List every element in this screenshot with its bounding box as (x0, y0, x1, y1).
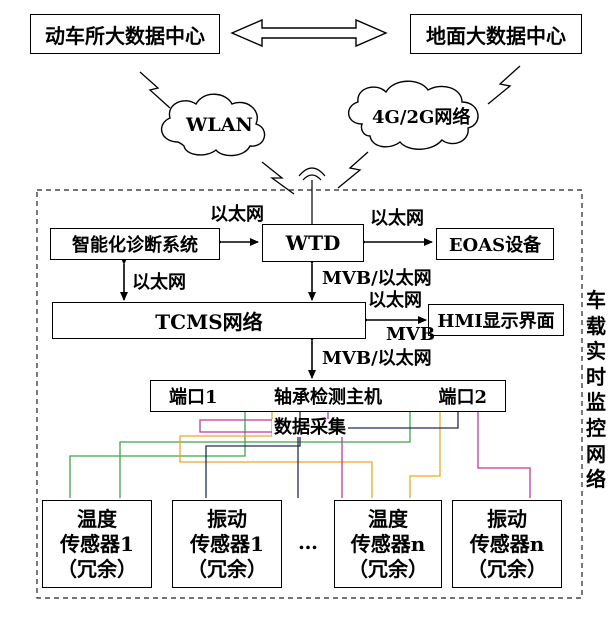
tcms-label: TCMS网络 (155, 310, 263, 334)
tcms-box: TCMS网络 (52, 302, 366, 339)
cellular-label: 4G/2G网络 (372, 107, 471, 128)
wlan-label: WLAN (186, 114, 253, 136)
wtd-label: WTD (285, 231, 341, 255)
hmi-box: HMI显示界面 (428, 304, 564, 336)
magenta-line-1 (199, 391, 343, 498)
wtd-box: WTD (262, 224, 364, 262)
diagnosis-system-label: 智能化诊断系统 (72, 235, 198, 256)
mvb-ethernet-label-1: MVB/以太网 (322, 268, 432, 289)
data-collection-label: 数据采集 (272, 417, 348, 438)
eoas-label: EOAS设备 (448, 235, 542, 256)
sensor-temp-n: 温度 传感器n （冗余） (334, 500, 442, 588)
depot-data-center-box: 动车所大数据中心 (30, 14, 220, 54)
antenna (298, 167, 326, 228)
ethernet-label-hmi: 以太网 (368, 290, 422, 311)
green-line-1 (69, 391, 249, 498)
orange-line-2 (409, 391, 444, 498)
host-port1: 端口1 (169, 387, 218, 408)
depot-data-center-label: 动车所大数据中心 (45, 23, 205, 48)
ethernet-label-right: 以太网 (370, 208, 424, 229)
ellipsis: … (298, 530, 318, 554)
wlan-cloud (160, 93, 266, 157)
sensor-vib-n: 振动 传感器n （冗余） (452, 500, 562, 588)
ethernet-label-left: 以太网 (132, 272, 186, 293)
hmi-label: HMI显示界面 (437, 311, 555, 332)
host-box: 端口1 轴承检测主机 端口2 (150, 380, 506, 412)
ethernet-label-top: 以太网 (210, 204, 264, 225)
mvb-label-hmi: MVB (386, 324, 436, 345)
eoas-box: EOAS设备 (436, 228, 554, 260)
vehicle-network-frame (36, 189, 583, 599)
magenta-line-2 (474, 391, 531, 498)
cellular-cloud (348, 80, 479, 150)
network-title: 车 载 实 时 监 控 网 络 (586, 288, 606, 492)
host-name: 轴承检测主机 (274, 387, 382, 408)
sensor-vib-1: 振动 传感器1 （冗余） (172, 500, 282, 588)
ground-data-center-box: 地面大数据中心 (410, 14, 582, 54)
wireless-links (139, 65, 521, 195)
diagnosis-system-box: 智能化诊断系统 (50, 228, 220, 260)
green-line-2 (119, 391, 414, 498)
mvb-ethernet-label-2: MVB/以太网 (322, 348, 432, 369)
host-port2: 端口2 (438, 387, 487, 408)
double-arrow (230, 18, 388, 48)
ground-data-center-label: 地面大数据中心 (426, 23, 566, 48)
sensor-temp-1: 温度 传感器1 （冗余） (42, 500, 152, 588)
